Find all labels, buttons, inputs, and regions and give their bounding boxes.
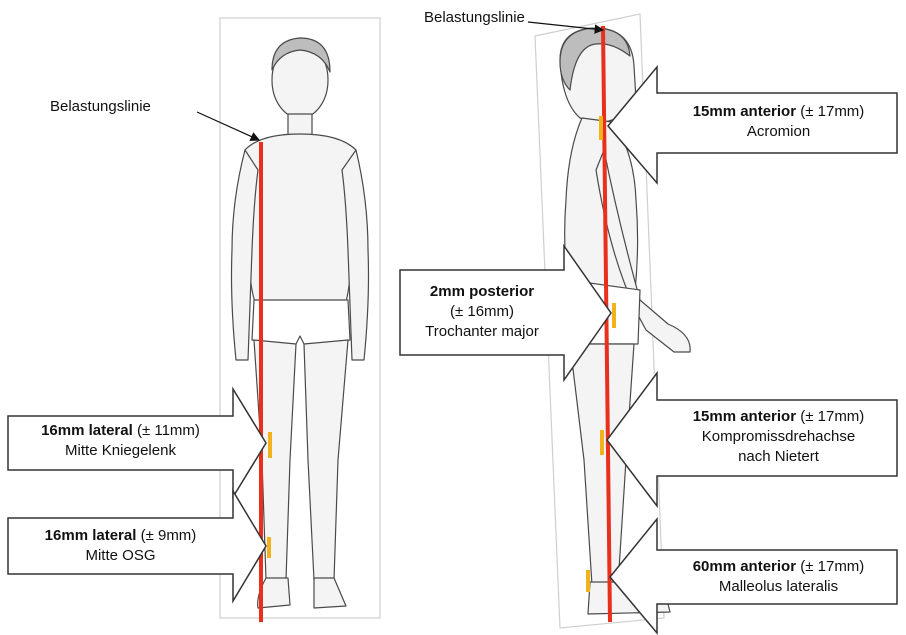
trochanter-value: 2mm posterior — [430, 283, 534, 300]
side-label-arrow — [528, 22, 603, 30]
malleolus-value: 60mm anterior — [693, 558, 796, 575]
front-neck — [288, 114, 312, 136]
trochanter-landmark: Trochanter major — [400, 322, 564, 342]
front-label-arrow — [197, 112, 259, 140]
acromion-callout: 15mm anterior (± 17mm) Acromion — [660, 102, 897, 142]
knee-axis-value: 15mm anterior — [693, 408, 796, 425]
front-right-foot — [314, 578, 346, 608]
ankle-tolerance: (± 9mm) — [141, 527, 197, 544]
ankle-value: 16mm lateral — [45, 527, 137, 544]
ankle-landmark: Mitte OSG — [8, 546, 233, 566]
acromion-landmark: Acromion — [660, 122, 897, 142]
knee-callout: 16mm lateral (± 11mm) Mitte Kniegelenk — [8, 421, 233, 461]
knee-value: 16mm lateral — [41, 422, 133, 439]
acromion-value: 15mm anterior — [693, 103, 796, 120]
malleolus-landmark: Malleolus lateralis — [660, 577, 897, 597]
knee-landmark: Mitte Kniegelenk — [8, 441, 233, 461]
knee-axis-tolerance: (± 17mm) — [800, 408, 864, 425]
front-shorts — [252, 300, 350, 346]
knee-axis-landmark-line1: Kompromissdrehachse — [660, 427, 897, 447]
malleolus-tolerance: (± 17mm) — [800, 558, 864, 575]
trochanter-callout: 2mm posterior (± 16mm) Trochanter major — [400, 282, 564, 342]
side-load-line-label: Belastungslinie — [424, 8, 525, 27]
front-load-line-label: Belastungslinie — [50, 97, 151, 116]
side-leg — [570, 344, 634, 585]
knee-axis-landmark-line2: nach Nietert — [660, 447, 897, 467]
malleolus-callout: 60mm anterior (± 17mm) Malleolus lateral… — [660, 557, 897, 597]
knee-tolerance: (± 11mm) — [137, 422, 200, 439]
ankle-callout: 16mm lateral (± 9mm) Mitte OSG — [8, 526, 233, 566]
trochanter-tolerance: (± 16mm) — [400, 302, 564, 322]
knee-axis-callout: 15mm anterior (± 17mm) Kompromissdrehach… — [660, 407, 897, 467]
front-right-leg — [304, 340, 348, 580]
acromion-tolerance: (± 17mm) — [800, 103, 864, 120]
